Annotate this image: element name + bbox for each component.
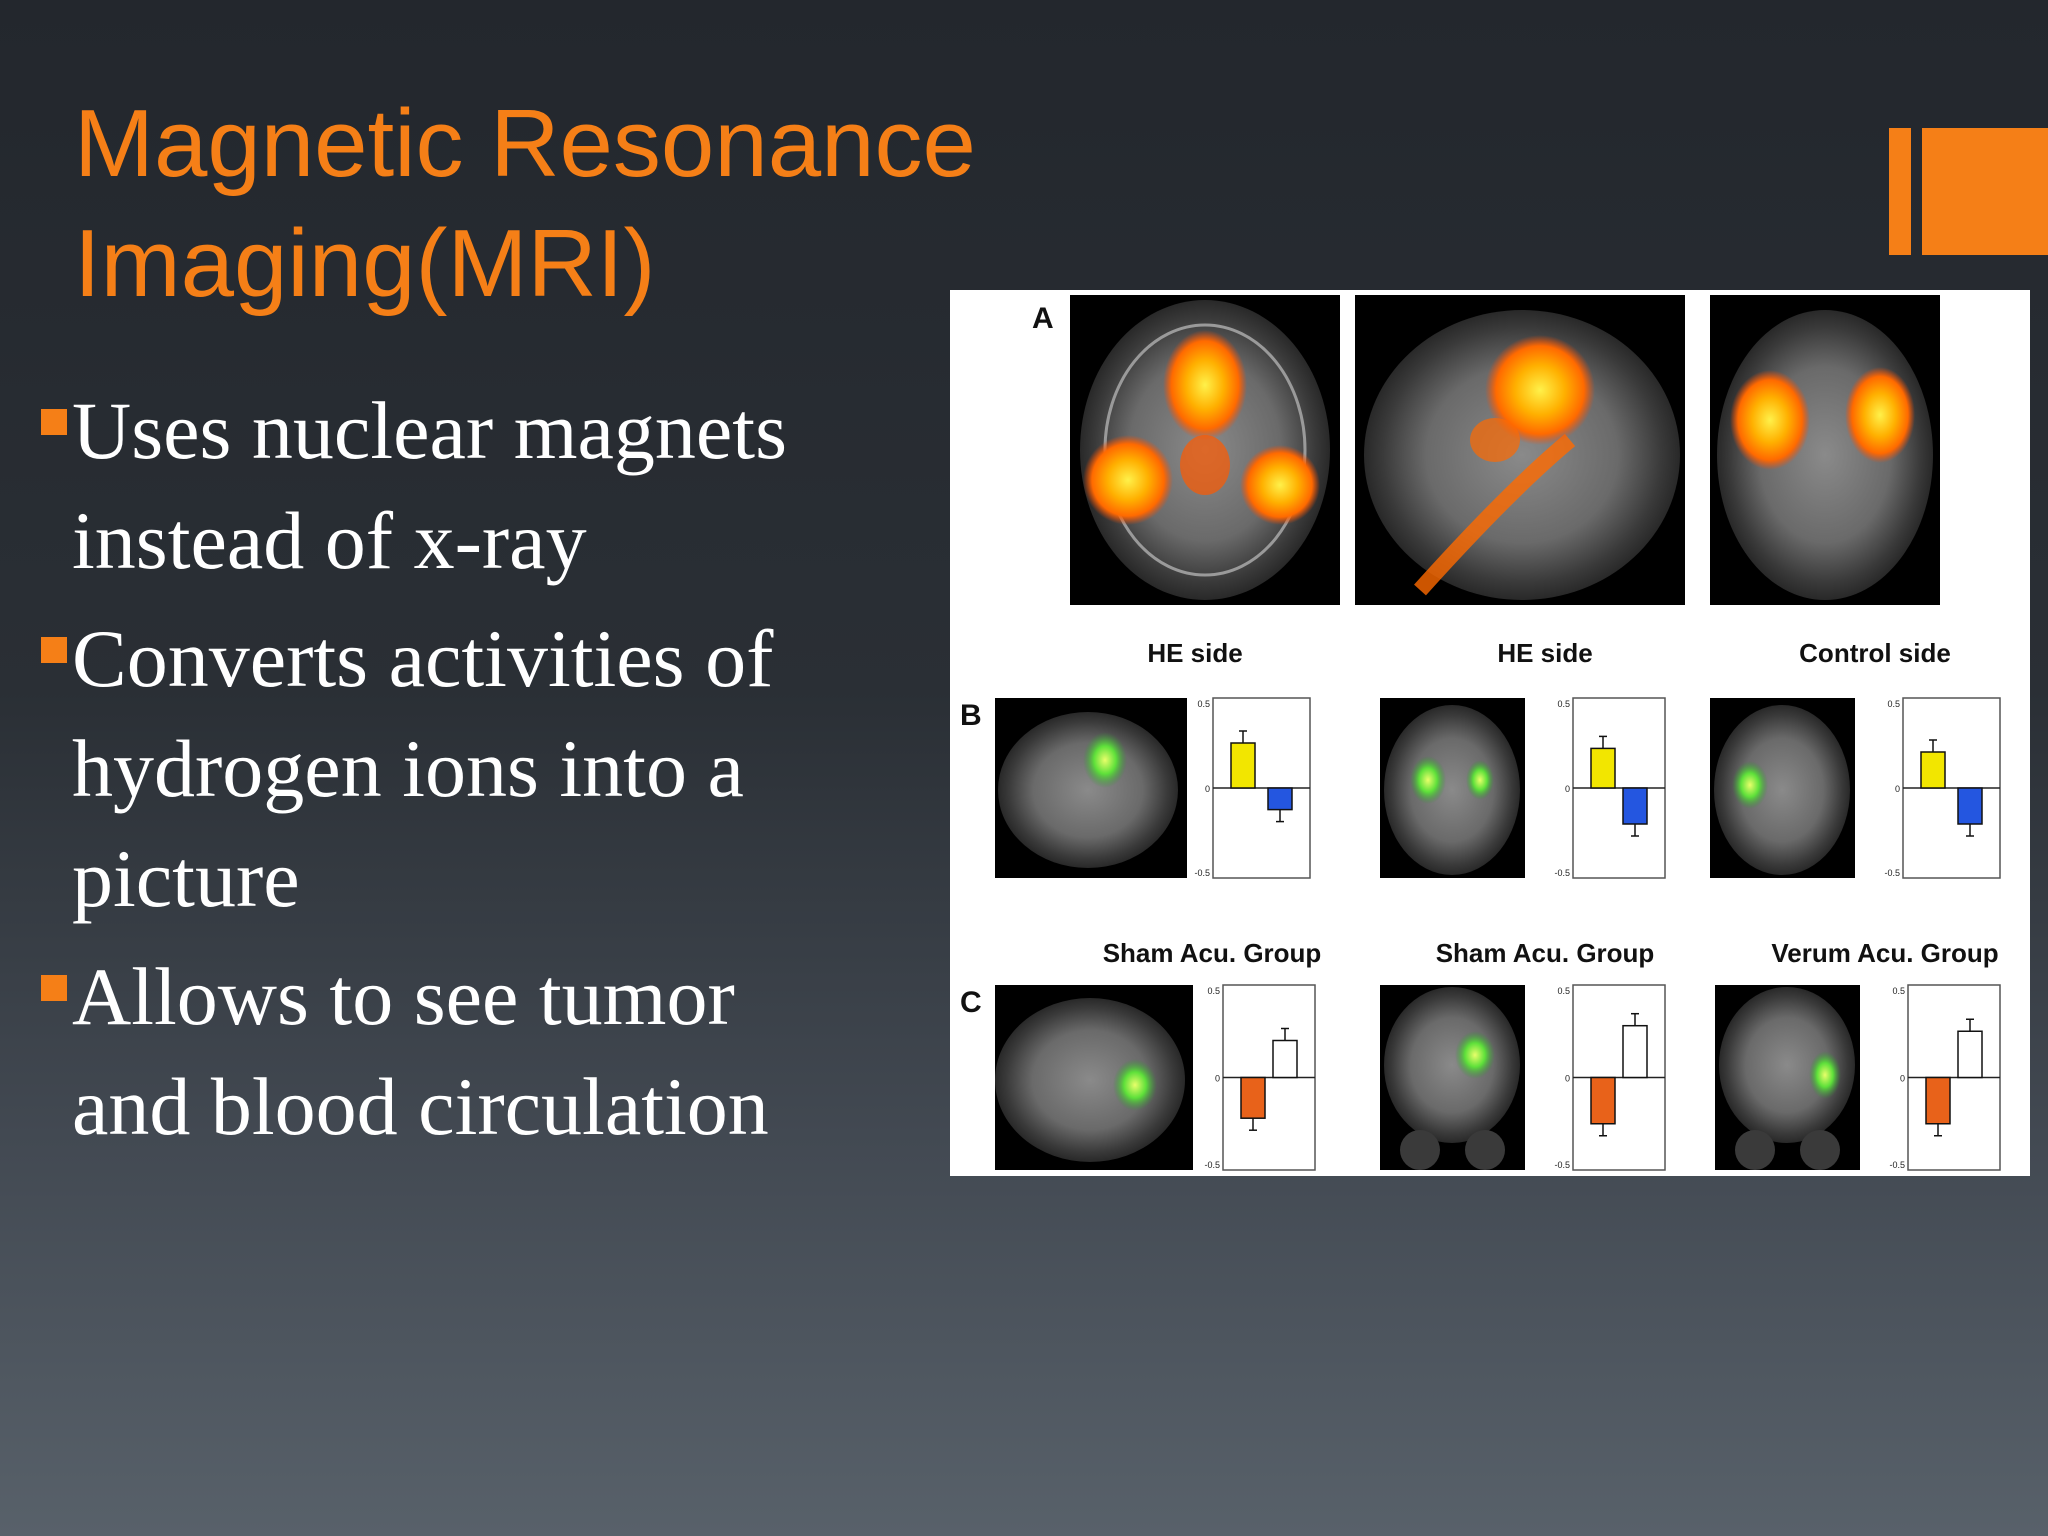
tick-label: 0.5 (1892, 986, 1905, 996)
bullet-line: instead of x-ray (72, 495, 587, 586)
row-b-header: Control side (1799, 638, 1951, 668)
tick-label: -0.5 (1554, 1160, 1570, 1170)
bullet-line: Uses nuclear magnets (72, 385, 787, 476)
title-line-1: Magnetic Resonance (74, 90, 976, 197)
bullet-line: picture (72, 833, 300, 924)
bar (1622, 1024, 1648, 1079)
mri-thumbnail (995, 698, 1187, 878)
mri-thumbnail (1715, 985, 1860, 1170)
accent-bar-thick (1922, 128, 2048, 255)
tick-label: -0.5 (1889, 1160, 1905, 1170)
bullet-square-icon (41, 975, 67, 1001)
tick-label: 0 (1205, 784, 1210, 794)
bar (1272, 1039, 1298, 1079)
tick-label: 0 (1565, 784, 1570, 794)
row-c-header: Verum Acu. Group (1771, 938, 1998, 968)
bar (1920, 751, 1946, 789)
tick-label: -0.5 (1204, 1160, 1220, 1170)
bar-charts: 0.5 0 -0.5 0.5 0 -0.5 0.5 0 -0.5 0.5 0 -0.5 0.5 0 -0.5… (1194, 697, 2001, 1171)
bullet-line: hydrogen ions into a (72, 723, 744, 814)
bar (1957, 787, 1983, 825)
bar (1957, 1030, 1983, 1079)
bullet-line: Converts activities of (72, 613, 774, 704)
bullet-list: Uses nuclear magnets instead of x-ray Co… (36, 376, 936, 1170)
mri-thumbnail (1380, 985, 1525, 1170)
mri-sagittal-scan (1355, 295, 1685, 605)
title-line-2: Imaging(MRI) (74, 210, 656, 317)
bullet-square-icon (41, 637, 67, 663)
row-b-header: HE side (1147, 638, 1242, 668)
bullet-item: Converts activities of hydrogen ions int… (36, 604, 936, 934)
tick-label: 0 (1215, 1074, 1220, 1084)
tick-label: 0 (1900, 1074, 1905, 1084)
bullet-item: Allows to see tumor and blood circulatio… (36, 942, 936, 1162)
bullet-square-icon (41, 409, 67, 435)
panel-label-b: B (960, 699, 982, 732)
bar (1230, 742, 1256, 789)
tick-label: 0.5 (1887, 699, 1900, 709)
panel-label-c: C (960, 986, 982, 1019)
mri-thumbnail (1710, 698, 1855, 878)
bullet-line: and blood circulation (72, 1061, 769, 1152)
tick-label: -0.5 (1194, 868, 1210, 878)
panel-label-a: A (1032, 302, 1054, 335)
bar (1267, 787, 1293, 811)
tick-label: -0.5 (1884, 868, 1900, 878)
mri-figure: A HE side HE side Control side B (950, 290, 2030, 1176)
row-c-header: Sham Acu. Group (1436, 938, 1655, 968)
tick-label: 0.5 (1557, 699, 1570, 709)
bar (1925, 1076, 1951, 1125)
bullet-line: Allows to see tumor (72, 951, 735, 1042)
tick-label: 0.5 (1557, 986, 1570, 996)
bar (1622, 787, 1648, 825)
row-c-header: Sham Acu. Group (1103, 938, 1322, 968)
accent-bar-thin (1889, 128, 1911, 255)
mri-axial-scan (1710, 295, 1940, 605)
bar (1240, 1076, 1266, 1119)
bar (1590, 747, 1616, 789)
tick-label: 0 (1565, 1074, 1570, 1084)
mri-thumbnail (1380, 698, 1525, 878)
tick-label: 0.5 (1197, 699, 1210, 709)
tick-label: 0 (1895, 784, 1900, 794)
bullet-item: Uses nuclear magnets instead of x-ray (36, 376, 936, 596)
slide-title: Magnetic Resonance Imaging(MRI) (74, 84, 1074, 324)
bar (1590, 1076, 1616, 1125)
tick-label: -0.5 (1554, 868, 1570, 878)
row-b-header: HE side (1497, 638, 1592, 668)
mri-coronal-scan (1070, 295, 1340, 605)
mri-thumbnail (995, 985, 1193, 1170)
tick-label: 0.5 (1207, 986, 1220, 996)
